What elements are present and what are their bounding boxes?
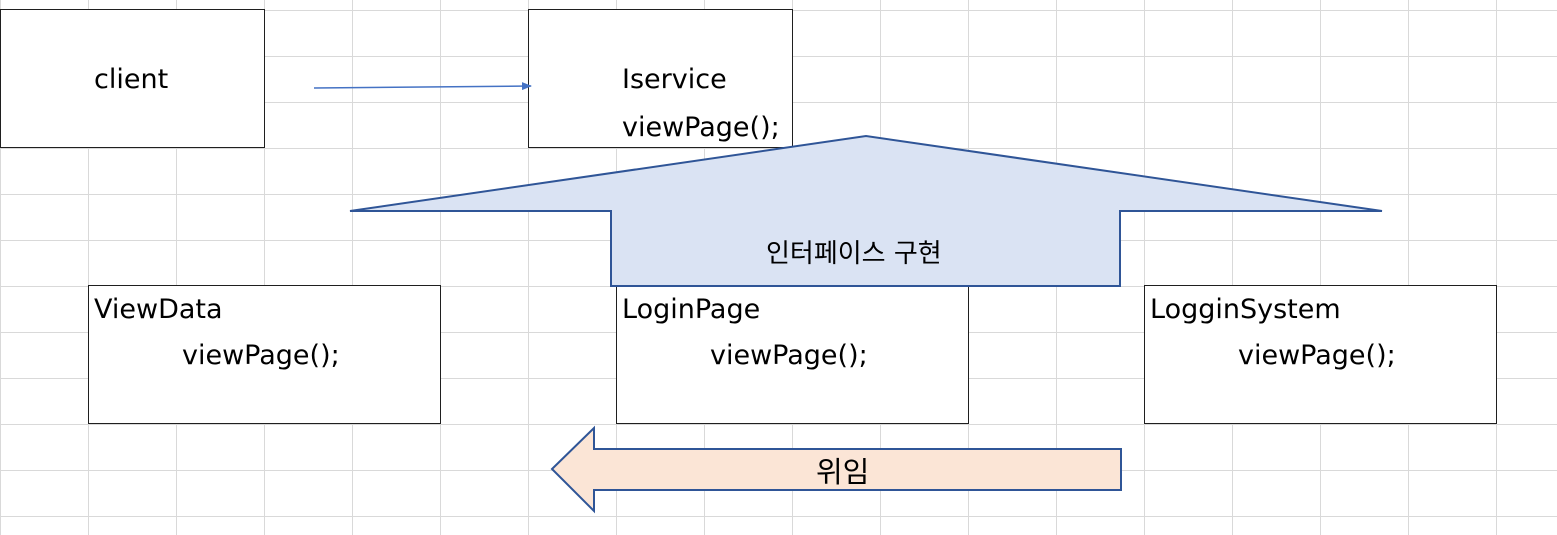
loginpage-label: LoginPage [622,294,761,325]
iservice-method: viewPage(); [622,112,780,143]
viewdata-box[interactable] [88,285,441,424]
implement-up-arrow[interactable] [349,134,1383,287]
loginpage-box[interactable] [616,285,969,424]
client-box[interactable] [0,9,265,148]
logginsystem-box[interactable] [1144,285,1497,424]
client-label: client [94,64,169,95]
client-to-iservice-arrow[interactable] [313,82,532,91]
logginsystem-label: LogginSystem [1150,294,1341,325]
delegate-left-arrow[interactable] [550,425,1122,514]
loginpage-method: viewPage(); [710,340,868,371]
iservice-box[interactable] [528,9,793,148]
iservice-label: Iservice [622,64,727,95]
viewdata-label: ViewData [94,294,223,325]
implement-arrow-label: 인터페이스 구현 [766,239,942,269]
viewdata-method: viewPage(); [182,340,340,371]
delegate-arrow-label: 위임 [816,455,870,489]
logginsystem-method: viewPage(); [1238,340,1396,371]
